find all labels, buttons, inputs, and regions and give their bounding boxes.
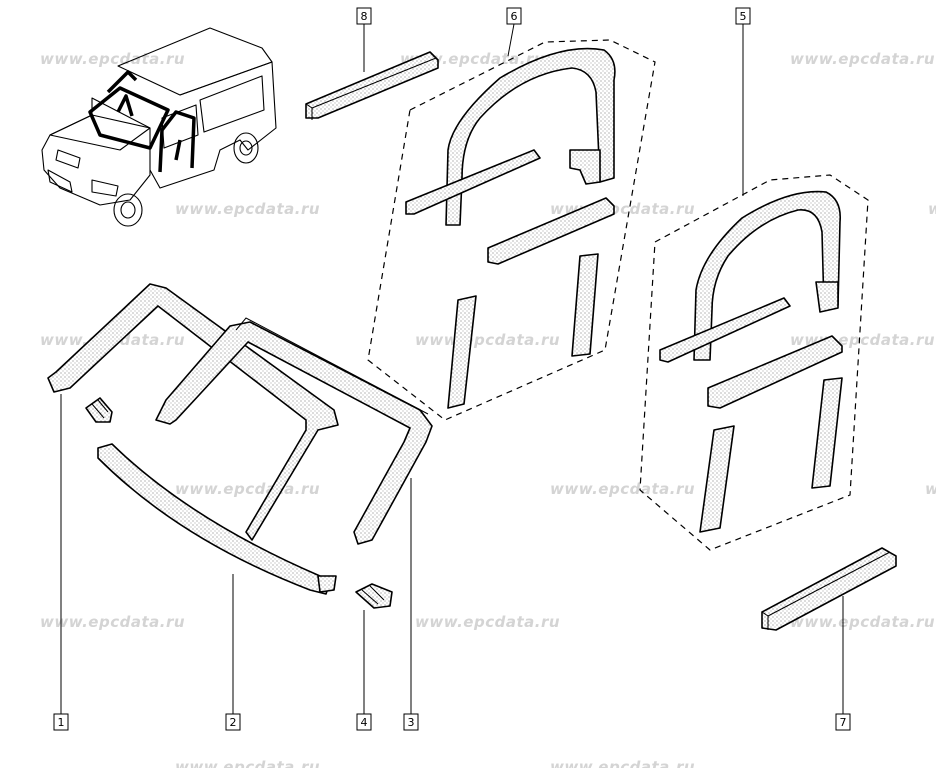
part-6-door-seal-kit[interactable] (367, 39, 656, 421)
callout-1-label: 1 (58, 716, 65, 729)
watermark: www.epcdata.ru (415, 613, 560, 631)
callout-5-label: 5 (740, 10, 747, 23)
callout-7[interactable]: 7 (835, 713, 851, 731)
callout-3[interactable]: 3 (403, 713, 419, 731)
watermark: www.epcdata.ru (415, 331, 560, 349)
callout-6-label: 6 (511, 10, 518, 23)
leader-lines (60, 23, 844, 714)
watermark: www.epcdata.ru (40, 50, 185, 68)
callout-2-label: 2 (230, 716, 237, 729)
watermark: www.epcdata.ru (175, 480, 320, 498)
callout-8-label: 8 (361, 10, 368, 23)
watermark: www.epcdata.ru (550, 758, 695, 768)
watermark: www.epcdata.ru (790, 50, 935, 68)
callout-7-label: 7 (840, 716, 847, 729)
watermark-layer: www.epcdata.ru www.epcdata.ru www.epcdat… (40, 50, 936, 768)
callout-1[interactable]: 1 (53, 713, 69, 731)
windscreen-seal-highlight (88, 86, 170, 150)
kit-6-outline (367, 39, 656, 421)
callout-2[interactable]: 2 (225, 713, 241, 731)
callout-4[interactable]: 4 (356, 713, 372, 731)
part-8-rail-seal[interactable] (305, 51, 439, 120)
callout-8[interactable]: 8 (356, 7, 372, 25)
part-7-sill-seal[interactable] (761, 547, 897, 631)
callout-3-label: 3 (408, 716, 415, 729)
kit-5-outline (639, 174, 869, 551)
front-door-seal-highlight (158, 110, 196, 173)
callout-4-label: 4 (361, 716, 368, 729)
part-1-windscreen-frame[interactable] (47, 283, 339, 541)
callout-6[interactable]: 6 (506, 7, 522, 25)
vehicle-overview (41, 27, 277, 227)
watermark: www.epcdata.ru (175, 200, 320, 218)
watermark: www.epcdata.ru (175, 758, 320, 768)
part-5-door-seal-kit[interactable] (639, 174, 869, 551)
part-3-windscreen-upper-seal[interactable] (155, 317, 433, 545)
watermark: www.epcdata.ru (550, 480, 695, 498)
part-4-clips[interactable] (85, 397, 393, 609)
callout-5[interactable]: 5 (735, 7, 751, 25)
watermark: www.epcdata.ru (928, 200, 936, 218)
part-2-windscreen-lower-seal[interactable] (97, 443, 337, 595)
watermark: www.epcdata.ru (790, 613, 935, 631)
watermark: www.epcdata.ru (40, 613, 185, 631)
watermark: www.epcdata.ru (925, 480, 936, 498)
